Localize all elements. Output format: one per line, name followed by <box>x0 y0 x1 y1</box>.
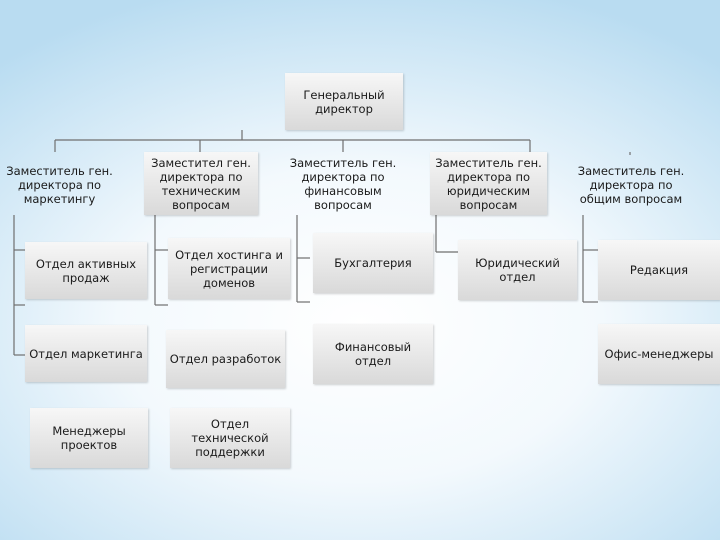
dept-office-managers-box: Офис-менеджеры <box>598 324 720 384</box>
dept-finance-box: Финансовый отдел <box>313 324 433 384</box>
dept-marketing-box: Отдел маркетинга <box>25 325 147 382</box>
dept-editorial-box: Редакция <box>598 240 720 300</box>
dept-project-managers-box: Менеджеры проектов <box>30 408 148 468</box>
dept-hosting-box: Отдел хостинга и регистрации доменов <box>168 238 290 299</box>
dept-tech-support-box: Отдел технической поддержки <box>170 408 290 468</box>
dept-accounting-box: Бухгалтерия <box>313 233 433 293</box>
deputy-marketing-box: Заместитель ген. директора по маркетингу <box>6 164 113 206</box>
dept-legal-box: Юридический отдел <box>458 240 577 300</box>
dept-active-sales-box: Отдел активных продаж <box>25 242 147 299</box>
dept-development-box: Отдел разработок <box>166 330 285 388</box>
ceo-box: Генеральный директор <box>285 73 403 130</box>
deputy-general-box: Заместитель ген. директора по общим вопр… <box>577 164 685 206</box>
deputy-technical-box: Заместител ген. директора по техническим… <box>144 152 258 215</box>
deputy-financial-box: Заместитель ген. директора по финансовым… <box>289 155 397 212</box>
deputy-legal-box: Заместитель ген. директора по юридически… <box>430 152 547 215</box>
